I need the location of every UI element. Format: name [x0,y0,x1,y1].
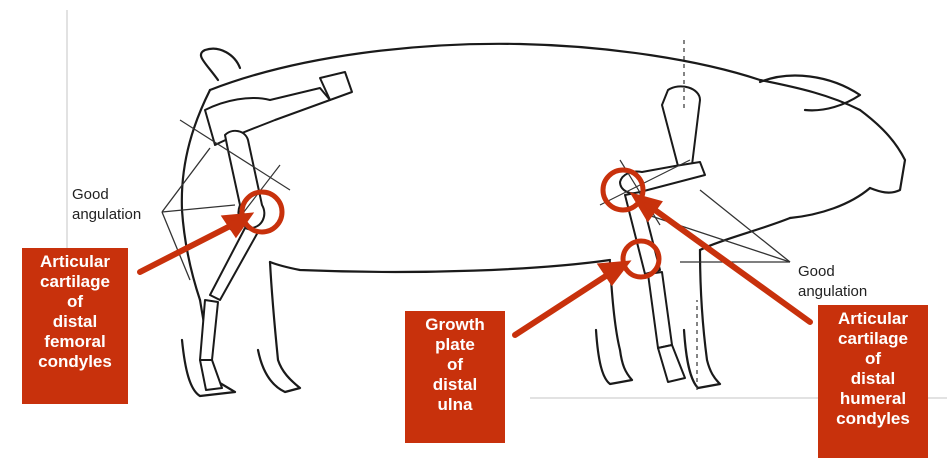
callout-ulna-line: distal [411,375,499,395]
callout-humeral-line: cartilage [824,329,922,349]
good-angulation-left-line2: angulation [72,206,141,223]
callout-humeral-line: Articular [824,309,922,329]
callout-femoral-line: Articular [28,252,122,272]
front-cannon [648,272,672,348]
callout-humeral-line: of [824,349,922,369]
scapula [662,86,700,166]
good-angulation-right-line2: angulation [798,283,867,300]
callout-femoral-line: condyles [28,352,122,372]
hind-hoof-bones [200,360,222,390]
tibia [210,228,258,300]
pelvis [205,88,330,145]
callout-ulna-line: Growth [411,315,499,335]
callout-femoral-line: cartilage [28,272,122,292]
good-angulation-left-line1: Good [72,186,109,203]
callout-femoral-condyles: Articular cartilage of distal femoral co… [22,248,128,404]
callout-ulna-line: plate [411,335,499,355]
front-hoof-bones [658,345,685,382]
callout-humeral-line: condyles [824,409,922,429]
callout-femoral-line: of [28,292,122,312]
callout-ulna-line: ulna [411,395,499,415]
callout-humeral-condyles: Articular cartilage of distal humeral co… [818,305,928,458]
callout-humeral-line: distal [824,369,922,389]
callout-distal-ulna: Growth plate of distal ulna [405,311,505,443]
good-angulation-right-line1: Good [798,263,835,280]
callout-femoral-line: femoral [28,332,122,352]
hind-cannon [200,300,218,360]
callout-femoral-line: distal [28,312,122,332]
callout-humeral-line: humeral [824,389,922,409]
callout-ulna-line: of [411,355,499,375]
